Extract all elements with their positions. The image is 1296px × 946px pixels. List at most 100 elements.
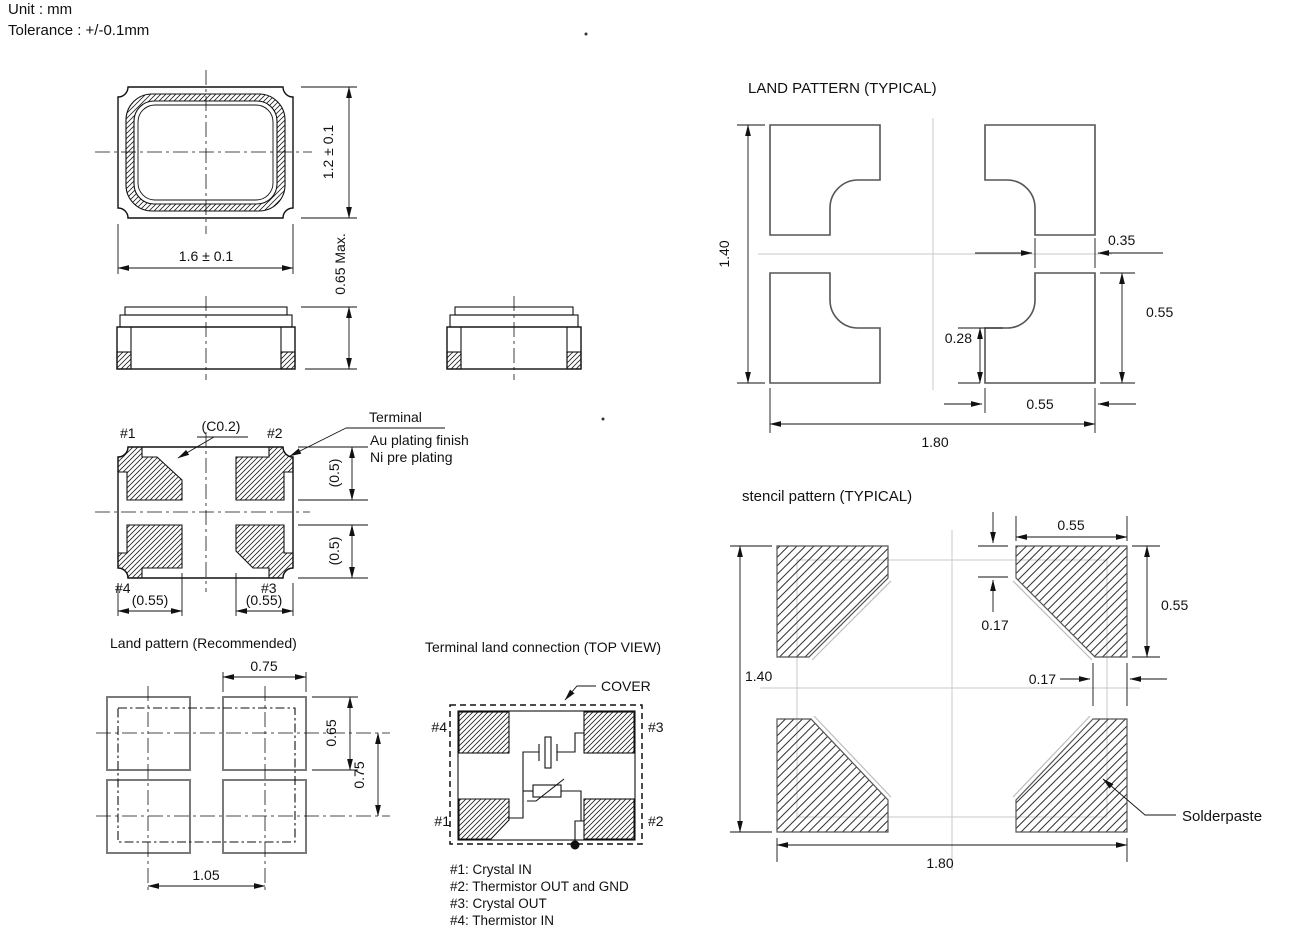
- pad-2: [583, 798, 635, 840]
- dim-col-pitch-label: 1.05: [192, 867, 219, 883]
- lid-seam-hatch: [126, 94, 285, 211]
- dim-row-pitch-label: 0.75: [351, 761, 367, 788]
- chamfer-label: (C0.2): [202, 418, 241, 434]
- legend-line-1: #1: Crystal IN: [450, 862, 532, 877]
- internal-wiring: [508, 732, 584, 845]
- dim-overall-width-label: 1.80: [926, 855, 953, 871]
- pin4-label: #4: [431, 719, 447, 735]
- cover-label: COVER: [601, 678, 651, 694]
- wire-ground: [574, 820, 584, 845]
- unit-note: Unit : mm: [8, 1, 72, 18]
- tolerance-note: Tolerance : +/-0.1mm: [8, 22, 149, 39]
- cover-leader-arrow: [564, 685, 596, 701]
- pin2-label: #2: [267, 425, 283, 441]
- pin1-label: #1: [434, 813, 450, 829]
- side-view-front: 0.65 Max.: [116, 233, 357, 380]
- pin2-label: #2: [648, 813, 664, 829]
- crystal-body: [544, 736, 552, 769]
- section-title: LAND PATTERN (TYPICAL): [748, 80, 937, 97]
- dim-pad-height-label: 0.65: [323, 719, 339, 746]
- terminal-foot: [280, 351, 296, 370]
- ground-node-dot: [570, 840, 580, 850]
- dim-pad-width-label: (0.55): [246, 592, 283, 608]
- land-pad-notched: [984, 272, 1096, 384]
- stencil-aperture: [1015, 718, 1128, 833]
- land-pad: [106, 779, 191, 854]
- terminal-pad-2: [235, 446, 294, 501]
- dim-pad-height-label: 0.55: [1146, 304, 1173, 320]
- lid-outer-edge: [125, 93, 286, 212]
- wire-thermistor-to-pad2: [561, 790, 582, 821]
- pin3-label: #3: [648, 719, 664, 735]
- terminal-pad-3: [235, 524, 294, 579]
- pad-4: [458, 711, 510, 754]
- thermistor-stroke: [527, 778, 565, 802]
- dim-width-label: 1.6 ± 0.1: [179, 248, 234, 264]
- terminal-finish-label: Au plating finish: [370, 432, 469, 448]
- leader-arrow: [177, 436, 215, 459]
- dim-height-label: 1.2 ± 0.1: [320, 125, 336, 180]
- dim-pad-width-label: 0.55: [1026, 396, 1053, 412]
- notes: Unit : mm Tolerance : +/-0.1mm: [8, 1, 149, 39]
- land-pad-notched: [984, 124, 1096, 236]
- dim-overall-height-label: 1.40: [745, 668, 772, 684]
- section-title: stencil pattern (TYPICAL): [742, 488, 912, 505]
- terminal-land-connection: Terminal land connection (TOP VIEW) COVE…: [425, 639, 664, 928]
- pin3-label: #3: [261, 580, 277, 596]
- stray-dot: [601, 417, 605, 421]
- land-pad: [106, 696, 191, 771]
- land-pad-notched: [769, 272, 881, 384]
- pin4-label: #4: [115, 580, 131, 596]
- dim-overall-height-label: 1.40: [716, 240, 732, 267]
- thermistor-body: [532, 784, 562, 798]
- dim-offset-side-label: 0.17: [1029, 671, 1056, 687]
- lid-inner-edge: [133, 100, 278, 205]
- solderpaste-label: Solderpaste: [1182, 808, 1262, 825]
- base-outline: [457, 710, 636, 841]
- dim-pad-width-label: (0.55): [132, 592, 169, 608]
- stencil-aperture: [776, 545, 889, 658]
- bottom-view: #1 #2 #4 #3 (C0.2) Terminal Au plating f…: [95, 409, 469, 616]
- dim-notch-width-label: 0.35: [1108, 232, 1135, 248]
- land-pad: [222, 696, 307, 771]
- pad-1: [458, 798, 510, 840]
- dim-pad-height-label: (0.5): [326, 459, 342, 488]
- stencil-aperture: [776, 718, 889, 833]
- stencil-aperture: [1015, 545, 1128, 658]
- dim-offset-top-label: 0.17: [981, 617, 1008, 633]
- wire-crystal-to-pad3: [557, 732, 584, 753]
- land-ghost-edge: [1012, 580, 1093, 661]
- cavity-edge: [137, 104, 274, 201]
- pin1-label: #1: [120, 425, 136, 441]
- solderpaste-leader-arrow: [1102, 778, 1176, 816]
- section-title: Land pattern (Recommended): [110, 635, 297, 651]
- dim-thickness-label: 0.65 Max.: [332, 233, 348, 294]
- side-view-side: [446, 296, 582, 380]
- legend-line-2: #2: Thermistor OUT and GND: [450, 879, 629, 894]
- top-view: 1.6 ± 0.1 1.2 ± 0.1: [95, 70, 357, 274]
- legend-line-4: #4: Thermistor IN: [450, 913, 554, 928]
- terminal-foot: [446, 351, 462, 370]
- land-pad-notched: [769, 124, 881, 236]
- dim-pad-height-label: (0.5): [326, 537, 342, 566]
- legend-line-3: #3: Crystal OUT: [450, 896, 547, 911]
- wire-crystal-to-pad1: [508, 751, 539, 819]
- land-ghost-edge: [1012, 715, 1091, 798]
- land-pad: [222, 779, 307, 854]
- pin-function-legend: #1: Crystal IN #2: Thermistor OUT and GN…: [450, 862, 629, 928]
- terminal-pad-4: [117, 524, 183, 579]
- land-pattern-recommended: Land pattern (Recommended) 0.75 0.65 0.7…: [96, 635, 390, 893]
- dim-pad-width-label: 0.55: [1057, 517, 1084, 533]
- land-ghost-edge: [813, 715, 892, 798]
- package-outline-hidden: [117, 707, 296, 843]
- leader-arrow: [289, 427, 347, 457]
- terminal-label: Terminal: [369, 409, 422, 425]
- dim-overall-width-label: 1.80: [921, 434, 948, 450]
- cover-outline: [449, 704, 643, 845]
- package-outline: [117, 86, 294, 219]
- terminal-preplating-label: Ni pre plating: [370, 449, 453, 465]
- terminal-foot: [116, 351, 132, 370]
- dim-pad-height-label: 0.55: [1161, 597, 1188, 613]
- dim-pad-width-label: 0.75: [250, 658, 277, 674]
